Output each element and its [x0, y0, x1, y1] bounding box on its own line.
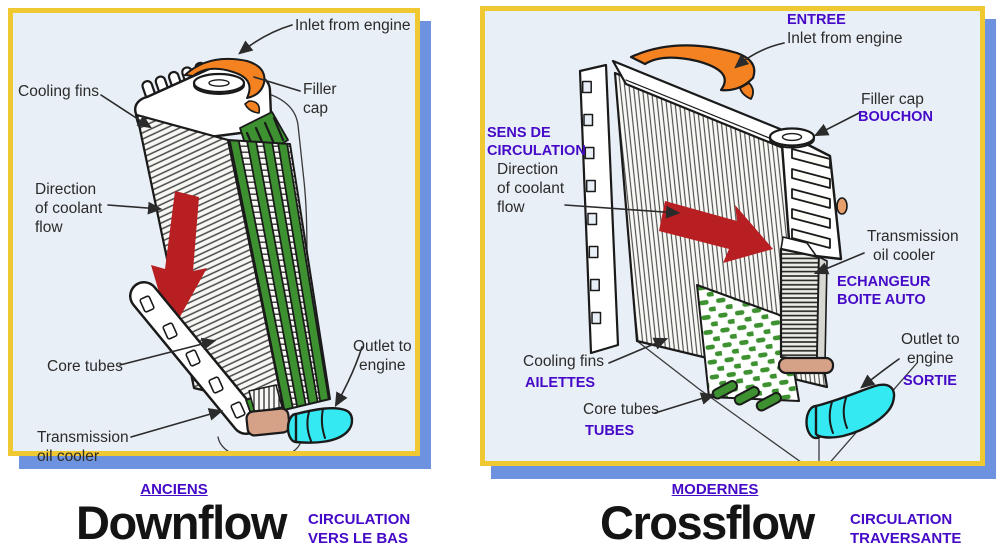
label-ailettes: AILETTES: [525, 375, 596, 391]
caption-era-modernes: MODERNES: [671, 481, 759, 498]
crossflow-diagram-canvas: [564, 42, 918, 461]
label-cooling-fins: Cooling fins: [523, 353, 604, 370]
outlet-hose-cyan: [805, 383, 896, 440]
leader-inlet: [734, 42, 785, 69]
downflow-radiator-illustration: [100, 24, 363, 451]
label-coolant-direction: Direction of coolant flow: [497, 161, 565, 216]
bottom-flange: [129, 281, 261, 435]
label-coolant-direction: Direction of coolant flow: [35, 181, 103, 236]
transmission-oil-cooler-shape: [777, 236, 835, 375]
label-entree: ENTREE: [787, 12, 846, 28]
crossflow-panel: ENTREE Inlet from engine Filler cap BOUC…: [480, 6, 985, 466]
core-tubes-section: [227, 139, 331, 411]
leader-cooling-fins: [608, 337, 669, 364]
label-outlet: Outlet to engine: [353, 338, 412, 374]
leader-core-tubes: [119, 337, 217, 366]
label-transmission-oil-cooler: Transmission oil cooler: [37, 429, 129, 465]
leader-lines: [564, 42, 900, 414]
oil-cooler-fins-block: [248, 384, 283, 414]
title-crossflow: Crossflow: [600, 496, 815, 549]
leader-outlet: [334, 346, 363, 408]
crossflow-radiator-illustration: [564, 42, 918, 461]
caption-era-anciens: ANCIENS: [140, 481, 208, 498]
label-filler-cap: Filler cap: [861, 91, 924, 108]
label-echangeur: ECHANGEUR BOITE AUTO: [837, 274, 931, 308]
left-fin-edge: [578, 63, 620, 355]
inlet-hose-orange: [629, 44, 756, 100]
leader-transmission: [130, 408, 224, 438]
title-downflow: Downflow: [76, 496, 287, 549]
label-outlet: Outlet to engine: [901, 331, 960, 367]
outlet-hose-cyan: [286, 406, 354, 444]
subtitle-circulation-vers-le-bas: CIRCULATION VERS LE BAS: [308, 511, 411, 547]
transmission-oil-cooler-shape: [245, 407, 291, 437]
subtitle-circulation-traversante: CIRCULATION TRAVERSANTE: [850, 511, 962, 547]
label-inlet: Inlet from engine: [787, 30, 903, 47]
downflow-diagram-canvas: [100, 24, 363, 451]
leader-transmission: [813, 252, 865, 275]
leader-cooling-fins: [100, 94, 153, 129]
leader-inlet: [238, 24, 293, 55]
leader-direction: [107, 201, 163, 215]
downflow-panel: Inlet from engine Cooling fins Filler ca…: [8, 8, 420, 465]
label-core-tubes: Core tubes: [583, 401, 659, 418]
inlet-hose-orange: [184, 57, 266, 114]
label-cooling-fins: Cooling fins: [18, 83, 99, 100]
label-transmission-oil-cooler: Transmission oil cooler: [867, 228, 959, 264]
filler-cap-shape: [192, 72, 246, 95]
label-tubes: TUBES: [585, 423, 635, 439]
leader-filler-cap: [813, 112, 860, 137]
label-filler-cap: Filler cap: [303, 81, 337, 117]
label-inlet: Inlet from engine: [295, 17, 411, 34]
leader-filler-cap: [253, 76, 301, 92]
label-bouchon: BOUCHON: [858, 109, 933, 125]
leader-lines: [100, 24, 363, 438]
leader-outlet: [860, 358, 900, 389]
coolant-flow-arrow-right: [659, 201, 773, 263]
filler-cap-shape: [768, 127, 816, 149]
right-side-tank: [779, 129, 848, 261]
leader-direction: [564, 204, 681, 219]
leader-core-tubes: [654, 392, 716, 414]
label-core-tubes: Core tubes: [47, 358, 123, 375]
label-sortie: SORTIE: [903, 373, 957, 389]
coolant-flow-arrow-down: [151, 191, 207, 333]
label-sens-de-circulation: SENS DE CIRCULATION: [487, 125, 586, 159]
